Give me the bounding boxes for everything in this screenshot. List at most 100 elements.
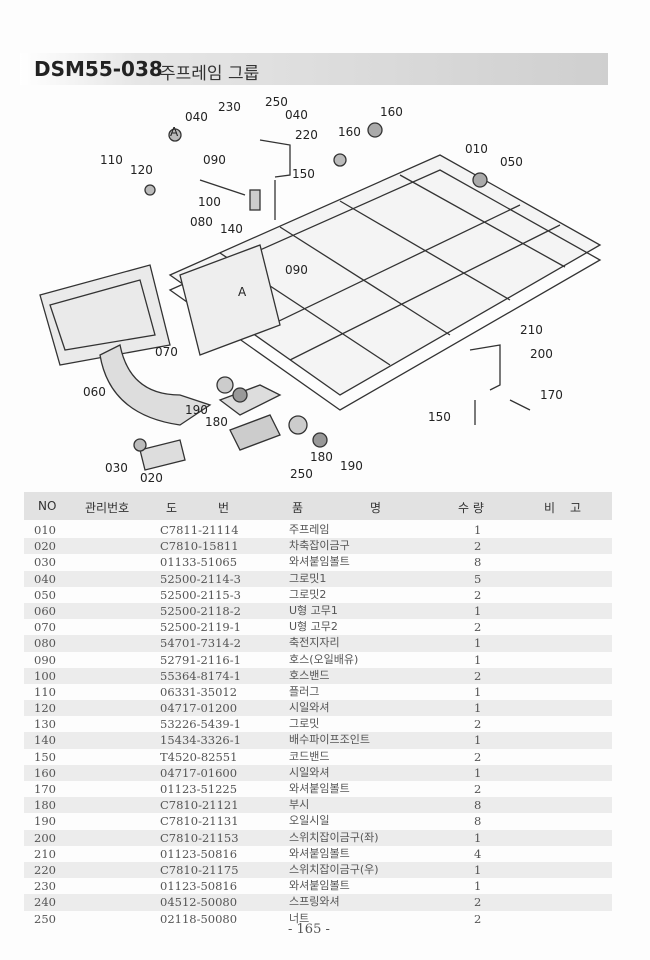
part-no: 200 — [34, 830, 56, 845]
part-no: 040 — [34, 571, 56, 586]
part-no: 010 — [34, 523, 56, 537]
table-row: 090 52791-2116-1 호스(오일배유) 1 — [24, 652, 612, 668]
drawing-number: 52500-2115-3 — [160, 587, 241, 602]
callout-070: 070 — [155, 345, 178, 359]
part-name: 코드밴드 — [289, 749, 330, 763]
part-name: 그로밋2 — [289, 587, 327, 601]
part-name: 너트 — [289, 911, 310, 925]
callout-250: 250 — [290, 467, 313, 481]
drawing-number: C7810-21175 — [160, 862, 239, 877]
header-remark-1: 비 — [544, 501, 556, 515]
drawing-number: 54701-7314-2 — [160, 636, 241, 651]
drawing-number: 52500-2118-2 — [160, 603, 241, 618]
part-name: 호스(오일배유) — [289, 652, 359, 666]
part-name: 와셔붙임볼트 — [289, 846, 350, 860]
quantity: 8 — [474, 814, 482, 829]
drawing-number: 52500-2114-3 — [160, 571, 241, 586]
part-name: 시일와셔 — [289, 765, 330, 779]
part-name: 그로밋 — [289, 717, 320, 731]
frame-drawing — [39, 122, 602, 471]
title-bar — [20, 53, 608, 85]
header-no: NO — [38, 499, 57, 513]
callout-120: 120 — [130, 163, 153, 177]
drawing-number: 06331-35012 — [160, 684, 238, 699]
quantity: 1 — [474, 879, 482, 894]
quantity: 1 — [474, 684, 482, 699]
part-name: U형 고무1 — [289, 603, 338, 617]
quantity: 2 — [474, 749, 482, 764]
part-no: 230 — [34, 879, 56, 894]
part-name: 와셔붙임볼트 — [289, 782, 350, 795]
callout-090: 090 — [203, 153, 226, 167]
callout-110: 110 — [100, 153, 123, 167]
callout-180: 180 — [205, 415, 228, 429]
quantity: 1 — [474, 765, 482, 780]
callout-a: A — [170, 125, 179, 139]
quantity: 1 — [474, 603, 482, 618]
part-name: 그로밋1 — [289, 571, 327, 585]
part-no: 160 — [34, 765, 56, 780]
group-name: 주프레임 그룹 — [160, 64, 260, 84]
quantity: 2 — [474, 895, 482, 910]
drawing-number: C7810-21153 — [160, 830, 239, 845]
drawing-number: C7811-21114 — [160, 523, 239, 537]
header-remark-2: 고 — [570, 501, 582, 515]
quantity: 4 — [474, 846, 482, 861]
callout-060: 060 — [83, 385, 106, 399]
quantity: 2 — [474, 539, 482, 554]
drawing-number: 01123-50816 — [160, 879, 238, 894]
callout-220: 220 — [295, 128, 318, 142]
part-name: 차축잡이금구 — [289, 539, 350, 553]
drawing-number: 52791-2116-1 — [160, 652, 241, 667]
callout-090: 090 — [285, 263, 308, 277]
quantity: 1 — [474, 523, 482, 537]
part-no: 120 — [34, 701, 56, 716]
part-name: 스위치잡이금구(좌) — [289, 830, 379, 844]
part-name: 오일시일 — [289, 814, 330, 828]
callout-250: 250 — [265, 95, 288, 109]
part-name: 와셔붙임볼트 — [289, 555, 350, 569]
drawing-number: C7810-21121 — [160, 798, 239, 813]
group-code: DSM55-038 — [34, 57, 163, 81]
callout-160: 160 — [380, 105, 403, 119]
quantity: 2 — [474, 717, 482, 732]
drawing-number: C7810-15811 — [160, 539, 239, 554]
quantity: 1 — [474, 636, 482, 651]
quantity: 1 — [474, 862, 482, 877]
part-no: 140 — [34, 733, 56, 748]
drawing-number: 15434-3326-1 — [160, 733, 241, 748]
callout-180: 180 — [310, 450, 333, 464]
part-no: 090 — [34, 652, 56, 667]
callout-010: 010 — [465, 142, 488, 156]
part-name: 호스밴드 — [289, 668, 330, 682]
header-management-no: 관리번호 — [85, 501, 130, 515]
quantity: 1 — [474, 652, 482, 667]
callout-a: A — [238, 285, 247, 299]
part-no: 110 — [34, 684, 56, 699]
page-number: - 165 - — [288, 922, 330, 937]
callout-030: 030 — [105, 461, 128, 475]
part-name: 플러그 — [289, 684, 320, 698]
header-drawing-no-1: 도 — [166, 501, 178, 515]
part-no: 250 — [34, 911, 56, 926]
drawing-number: 02118-50080 — [160, 911, 238, 926]
quantity: 5 — [474, 571, 482, 586]
part-name: 스프링와셔 — [289, 895, 340, 909]
drawing-number: T4520-82551 — [160, 749, 238, 764]
table-row: 110 06331-35012 플러그 1 — [24, 684, 612, 700]
quantity: 2 — [474, 782, 482, 796]
quantity: 8 — [474, 798, 482, 813]
callout-150: 150 — [428, 410, 451, 424]
part-no: 220 — [34, 862, 56, 877]
